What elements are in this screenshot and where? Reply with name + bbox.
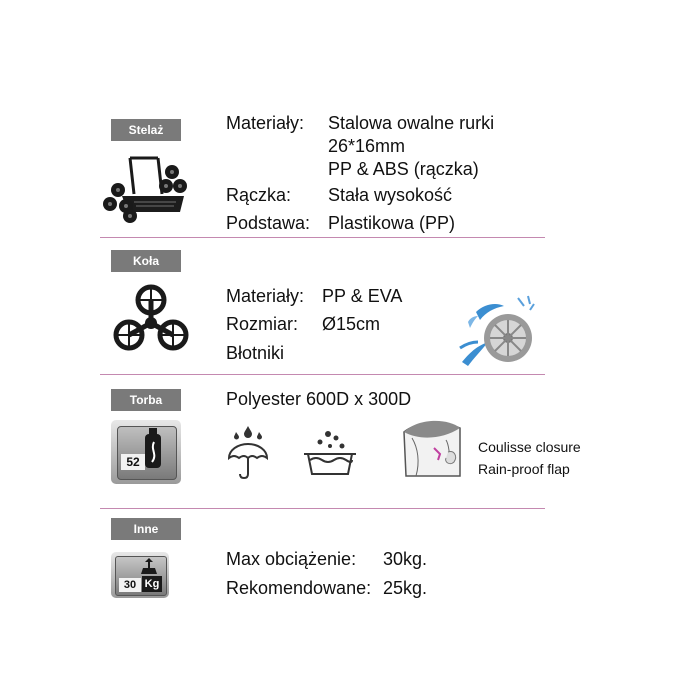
stelaz-materials-value-3: PP & ABS (rączka) (328, 159, 479, 179)
feature-coulisse-closure: Coulisse closure (478, 439, 581, 455)
kola-size-value: Ø15cm (322, 314, 381, 334)
stelaz-base-value: Plastikowa (PP) (328, 213, 456, 233)
kola-materials-label: Materiały: (226, 286, 305, 306)
stelaz-materials-label: Materiały: (226, 113, 305, 133)
feature-rain-proof-flap: Rain-proof flap (478, 461, 570, 477)
section-tag-torba: Torba (111, 389, 181, 411)
stelaz-materials-value-2: 26*16mm (328, 136, 406, 156)
section-tag-kola: Koła (111, 250, 181, 272)
wheel-splash-icon (459, 295, 535, 366)
kola-size-label: Rozmiar: (226, 314, 299, 334)
kola-mudguards-label: Błotniki (226, 343, 285, 363)
stelaz-handle-label: Rączka: (226, 185, 292, 205)
umbrella-rain-icon (227, 426, 269, 480)
section-tag-inne: Inne (111, 518, 181, 540)
bag-closure-icon (403, 420, 461, 477)
washing-basin-icon (304, 431, 356, 475)
kola-materials-value: PP & EVA (322, 286, 403, 306)
section-divider (100, 374, 545, 375)
bottle-badge-value: 52 (121, 454, 145, 470)
torba-fabric-text: Polyester 600D x 300D (226, 389, 412, 409)
section-tag-stelaz: Stelaż (111, 119, 181, 141)
inne-max-load-label: Max obciążenie: (226, 549, 357, 569)
section-divider (100, 508, 545, 509)
weight-badge-unit: Kg (142, 576, 162, 592)
bottle-badge-icon: 52 (111, 420, 181, 484)
stelaz-materials-value: Stalowa owalne rurki (328, 113, 495, 133)
weight-badge-value: 30 (119, 578, 141, 592)
trolley-frame-icon (103, 156, 187, 223)
weight-badge-icon: 30 Kg (111, 552, 169, 598)
inne-recommended-label: Rekomendowane: (226, 578, 372, 598)
inne-recommended-value: 25kg. (383, 578, 428, 598)
stelaz-handle-value: Stała wysokość (328, 185, 453, 205)
tri-wheel-icon (113, 284, 189, 351)
stelaz-base-label: Podstawa: (226, 213, 311, 233)
section-divider (100, 237, 545, 238)
inne-max-load-value: 30kg. (383, 549, 428, 569)
